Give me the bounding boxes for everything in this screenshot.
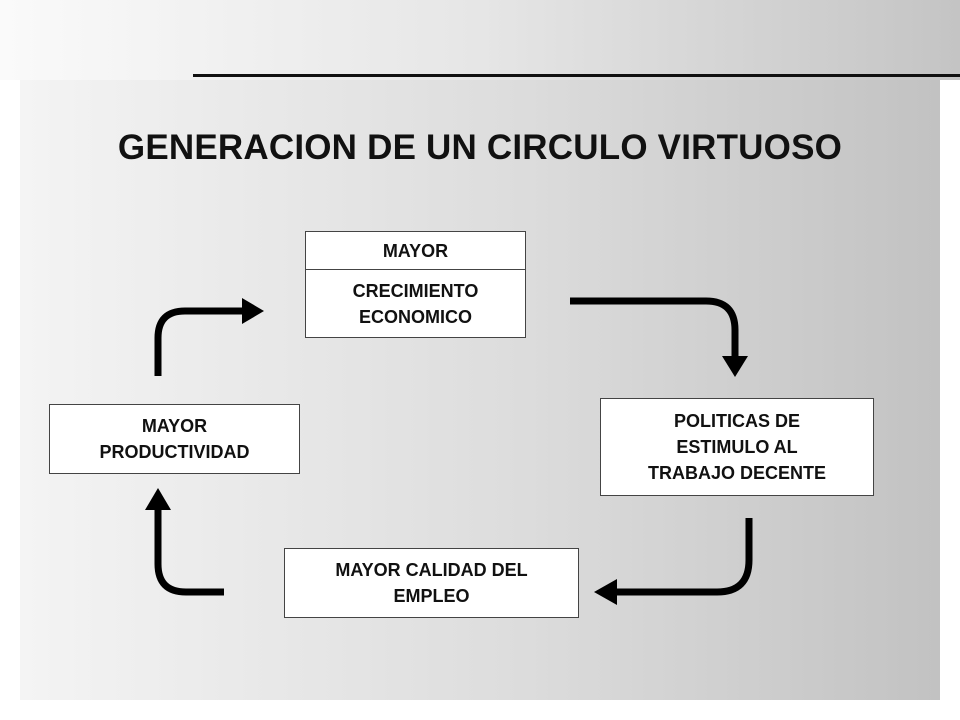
node-calidad-empleo-label: MAYOR CALIDAD DEL EMPLEO bbox=[335, 560, 528, 606]
edge-calidad-to-productividad bbox=[154, 508, 224, 596]
arrowhead-right bbox=[242, 298, 264, 324]
edge-productividad-to-crecimiento bbox=[154, 307, 244, 376]
node-politicas-estimulo: POLITICAS DE ESTIMULO AL TRABAJO DECENTE bbox=[600, 398, 874, 496]
node-crecimiento-header: MAYOR bbox=[305, 231, 526, 270]
header-band bbox=[0, 0, 960, 80]
slide-title: GENERACION DE UN CIRCULO VIRTUOSO bbox=[117, 128, 843, 167]
edge-politicas-to-calidad bbox=[615, 518, 753, 596]
node-productividad: MAYOR PRODUCTIVIDAD bbox=[49, 404, 300, 474]
arrowhead-up bbox=[145, 488, 171, 510]
node-politicas-estimulo-label: POLITICAS DE ESTIMULO AL TRABAJO DECENTE bbox=[647, 411, 826, 483]
node-crecimiento-economico: CRECIMIENTO ECONOMICO bbox=[305, 269, 526, 338]
header-rule bbox=[193, 74, 960, 77]
node-calidad-empleo: MAYOR CALIDAD DEL EMPLEO bbox=[284, 548, 579, 618]
node-crecimiento-header-label: MAYOR bbox=[382, 240, 449, 261]
edge-crecimiento-to-politicas bbox=[570, 297, 739, 358]
arrowhead-left bbox=[594, 579, 617, 605]
arrowhead-down bbox=[722, 356, 748, 377]
node-productividad-label: MAYOR PRODUCTIVIDAD bbox=[99, 416, 250, 462]
node-crecimiento-economico-label: CRECIMIENTO ECONOMICO bbox=[352, 280, 479, 327]
